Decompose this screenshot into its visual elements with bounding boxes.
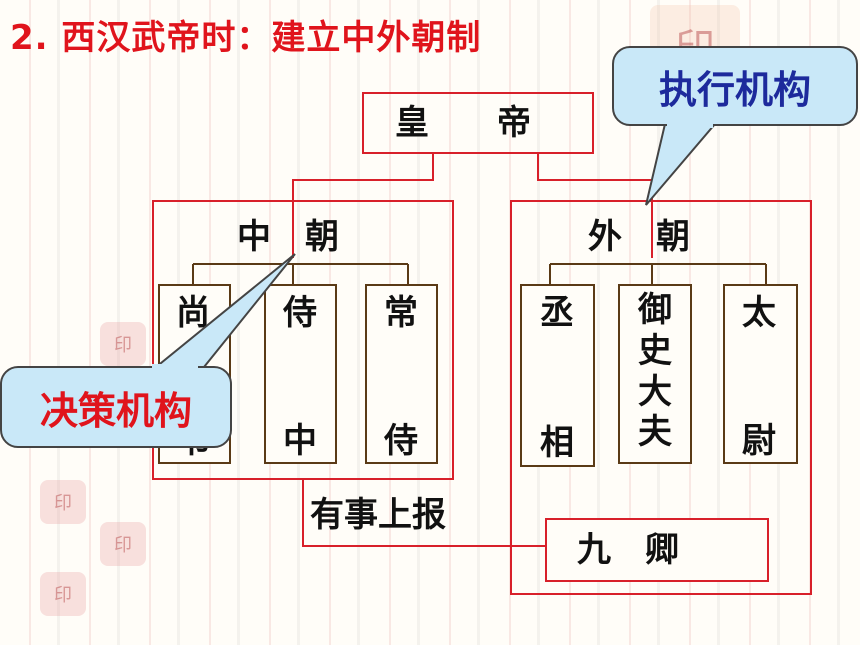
official-yushidafu-text: 御史大夫: [638, 290, 672, 453]
official-taiwei-top: 太: [742, 293, 776, 333]
execution-callout: 执行机构: [612, 46, 858, 126]
seal-icon: 印: [40, 480, 86, 524]
page-title: 2. 西汉武帝时：建立中外朝制: [10, 18, 482, 58]
official-box-yushidafu: [618, 284, 692, 464]
inner-court-box: [152, 200, 454, 480]
outer-court-label: 外 朝: [588, 217, 690, 257]
seal-icon: 印: [40, 572, 86, 616]
official-taiwei-bottom: 尉: [742, 421, 776, 461]
official-chengxiang-bottom: 相: [540, 423, 574, 463]
report-label: 有事上报: [310, 495, 446, 535]
official-shizhong-top: 侍: [283, 293, 317, 333]
pointer-seam: [667, 122, 713, 128]
seal-icon: 印: [100, 322, 146, 366]
pointer-seam: [152, 364, 198, 370]
outer-court-box: [510, 200, 812, 595]
official-box-chengxiang: [520, 284, 595, 467]
emperor-label: 皇 帝: [395, 103, 531, 143]
inner-court-label: 中 朝: [237, 217, 339, 257]
decision-callout: 决策机构: [0, 366, 232, 448]
nine-ministers-label: 九 卿: [577, 530, 679, 570]
official-changshi-bottom: 侍: [384, 421, 418, 461]
emperor-box: [362, 92, 594, 154]
official-shizhong-bottom: 中: [283, 421, 317, 461]
official-box-changshi: [365, 284, 438, 464]
official-chengxiang-top: 丞: [540, 293, 574, 333]
official-box-shizhong: [264, 284, 337, 464]
nine-ministers-box: [545, 518, 769, 582]
official-changshi-top: 常: [384, 293, 418, 333]
official-shangshu-top: 尚: [176, 293, 210, 333]
seal-icon: 印: [100, 522, 146, 566]
official-box-taiwei: [723, 284, 798, 464]
